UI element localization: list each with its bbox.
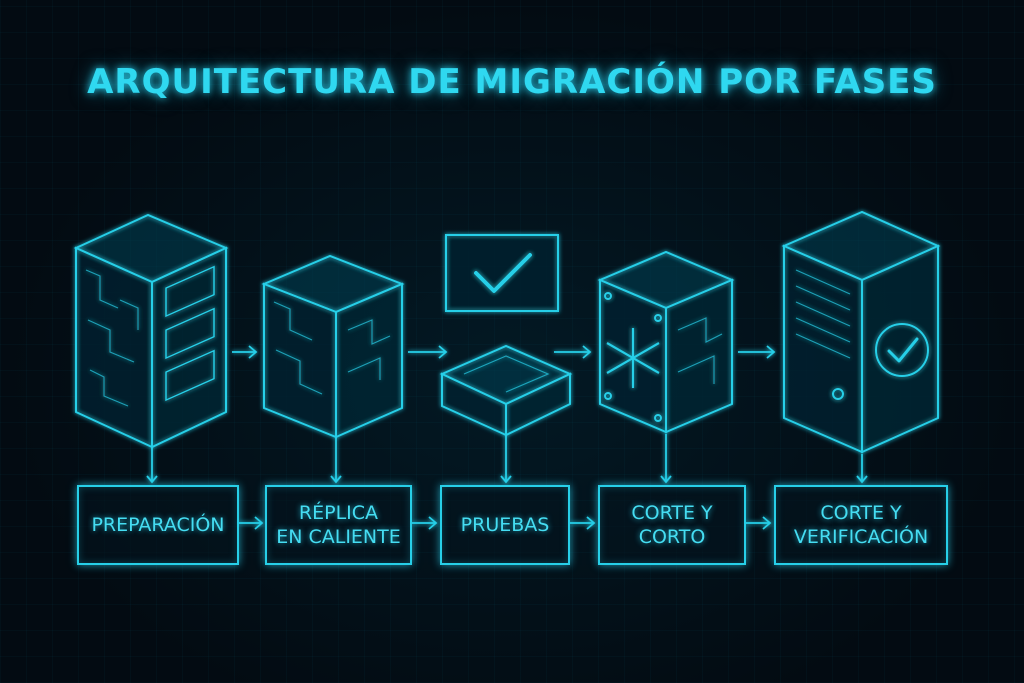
phase-label-replica: RÉPLICA EN CALIENTE xyxy=(265,485,412,565)
phase-label-text: PREPARACIÓN xyxy=(91,514,225,536)
flow-arrows-down xyxy=(146,434,868,484)
freeze-server-icon xyxy=(597,250,735,434)
server-tower-icon xyxy=(73,213,229,449)
phase-label-text: PRUEBAS xyxy=(460,514,550,536)
phase-label-corte-corto: CORTE Y CORTO xyxy=(598,485,746,565)
page-title: ARQUITECTURA DE MIGRACIÓN POR FASES xyxy=(87,62,937,102)
phase-label-pruebas: PRUEBAS xyxy=(440,485,570,565)
flow-arrows-bottom xyxy=(238,516,772,530)
flow-arrows-top xyxy=(232,345,776,359)
test-check-icon xyxy=(439,234,573,437)
phase-label-corte-verificacion: CORTE Y VERIFICACIÓN xyxy=(774,485,948,565)
phase-label-text: CORTE Y VERIFICACIÓN xyxy=(793,502,929,548)
phase-label-preparacion: PREPARACIÓN xyxy=(77,485,239,565)
phase-label-text: RÉPLICA EN CALIENTE xyxy=(276,502,401,548)
phase-label-text: CORTE Y CORTO xyxy=(631,502,713,548)
server-replica-icon xyxy=(261,254,405,439)
verified-server-icon xyxy=(781,210,941,454)
